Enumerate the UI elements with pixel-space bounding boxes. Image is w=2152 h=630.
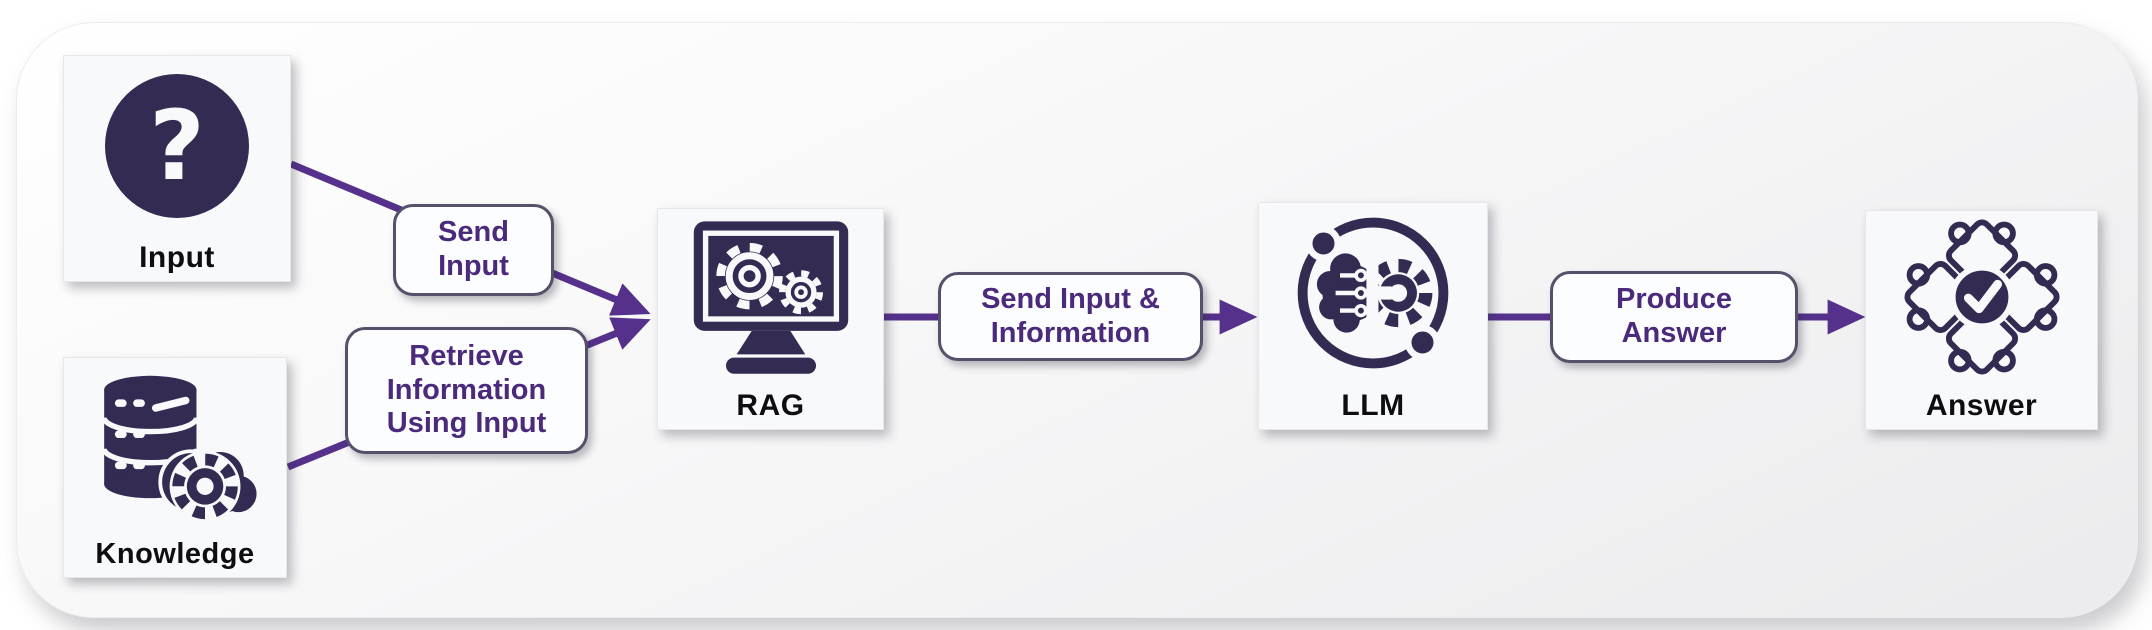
node-caption: Input (139, 241, 215, 274)
svg-text:?: ? (149, 90, 205, 202)
node-knowledge: Knowledge (63, 357, 287, 578)
brain-gear-icon (1285, 203, 1461, 383)
puzzle-check-icon (1894, 211, 2070, 383)
edge-label-produce-answer: Produce Answer (1550, 271, 1798, 363)
edge-label-send-input: Send Input (393, 204, 554, 296)
node-caption: LLM (1341, 389, 1405, 422)
monitor-gears-icon (685, 209, 857, 383)
node-llm: LLM (1258, 202, 1488, 430)
node-answer: Answer (1865, 210, 2098, 430)
edge-label-retrieve-information: Retrieve Information Using Input (345, 327, 588, 454)
node-caption: RAG (736, 389, 805, 422)
node-input: ? Input (63, 55, 291, 282)
edge-label-send-input-information: Send Input & Information (938, 272, 1203, 361)
database-gear-icon (89, 358, 261, 531)
node-rag: RAG (657, 208, 884, 430)
node-caption: Answer (1925, 389, 2038, 422)
question-circle-icon: ? (102, 56, 252, 235)
node-caption: Knowledge (95, 537, 255, 570)
